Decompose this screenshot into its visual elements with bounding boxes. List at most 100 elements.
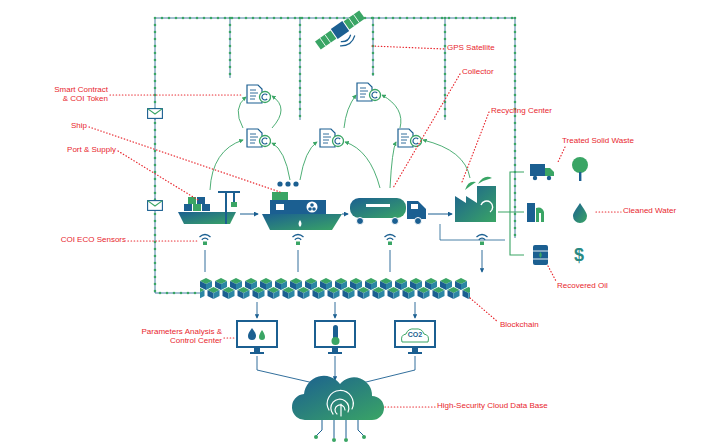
port-icon [231,202,237,207]
token-arcs [300,142,317,180]
output-icons [533,176,537,180]
leader-lines [385,406,435,407]
token-arcs [344,95,356,128]
blockchain-cubes [200,278,470,300]
tanker-truck-icon [357,218,364,225]
cloud-database [335,405,345,414]
cloud-database [292,376,384,442]
ship-icon [272,192,288,200]
monitors-to-cloud [335,356,336,380]
gps-satellite [320,14,359,46]
ship-icon [308,207,312,211]
output-icons [545,168,554,176]
tanker-truck-icon [350,198,426,225]
smart-contract-docs [357,83,381,101]
control-monitors [395,321,435,347]
callout-label: Cleaned Water [623,206,703,215]
leader-lines [89,127,280,192]
callout-label: Parameters Analysis & Control Center [132,327,222,346]
token-arcs [382,95,401,128]
token-arcs [272,143,290,180]
gps-satellite [314,10,371,59]
ship-icon [310,203,314,207]
cloud-database [332,438,336,442]
callout-label: GPS Satellite [447,43,537,52]
port-icon [184,204,192,211]
blockchain-to-monitors [335,302,336,318]
cloud-database [362,435,366,439]
eco-sensors [200,235,211,246]
flow-arrows [240,214,452,215]
ship-icon [270,200,326,214]
token-arcs [345,142,380,188]
ship-icon [307,202,318,213]
cloud-database [327,390,353,416]
flow-arrows [342,214,348,215]
ship-icon [312,207,316,211]
ship-icon [262,181,342,230]
port-icon [178,212,236,224]
output-icons [572,157,588,173]
cloud-database [314,435,318,439]
recycling-center-icon [481,201,493,212]
output-icons [547,176,551,180]
callout-label: High-Security Cloud Data Base [437,401,597,410]
cloud-database [344,438,348,442]
envelope-icons [148,109,163,119]
smart-contract-docs [247,129,271,147]
cloud-database [316,420,364,438]
ship-icon [277,181,282,186]
token-arcs [423,140,470,178]
tanker-truck-icon [350,198,406,218]
eco-sensors [385,235,396,246]
cloud-database [327,390,353,410]
ship-icon [262,214,342,230]
smart-contract-docs [247,83,422,147]
callout-label: Collector [462,67,532,76]
network-lines [155,18,515,293]
ship-icon [285,181,290,186]
leader-lines [372,46,445,49]
network-lines [155,18,515,293]
icon-text: CO2 [403,331,427,339]
leader-lines [393,74,460,188]
callout-label: Recovered Oil [557,281,647,290]
control-monitors [250,347,422,354]
leader-lines [548,266,556,281]
tanker-truck-icon [415,218,422,225]
cloud-database [316,420,364,438]
output-icons [536,208,544,223]
blockchain-to-monitors [257,302,415,318]
callout-label: Ship [47,121,87,130]
leader-lines [89,46,621,407]
smart-contract-docs [320,129,344,147]
leader-lines [128,240,198,241]
leader-lines [596,211,621,212]
leader-lines [470,298,498,322]
envelope-icons [148,109,163,211]
output-branches [440,172,524,255]
tanker-truck-icon [411,204,418,209]
token-arcs [272,96,281,128]
recycling-center-icon [455,186,496,222]
gps-satellite [344,10,365,29]
port-icon [202,204,210,211]
tanker-truck-icon [392,218,399,225]
flow-arrows [428,214,452,215]
dollar-symbol: $ [569,245,589,266]
output-branches [498,172,524,255]
recycling-center-icon [465,177,492,190]
blockchain-cubes [200,278,470,300]
monitors-to-cloud [257,356,415,384]
output-icons [573,203,587,223]
control-monitors [315,321,355,347]
callout-label: Port & Supply [26,145,116,154]
token-arcs [390,142,396,188]
ship-icon [276,204,284,210]
callout-label: Smart Contract & COI Token [50,85,108,104]
ship-icon [299,220,302,227]
leader-lines [110,94,243,95]
envelope-icons [148,201,163,211]
